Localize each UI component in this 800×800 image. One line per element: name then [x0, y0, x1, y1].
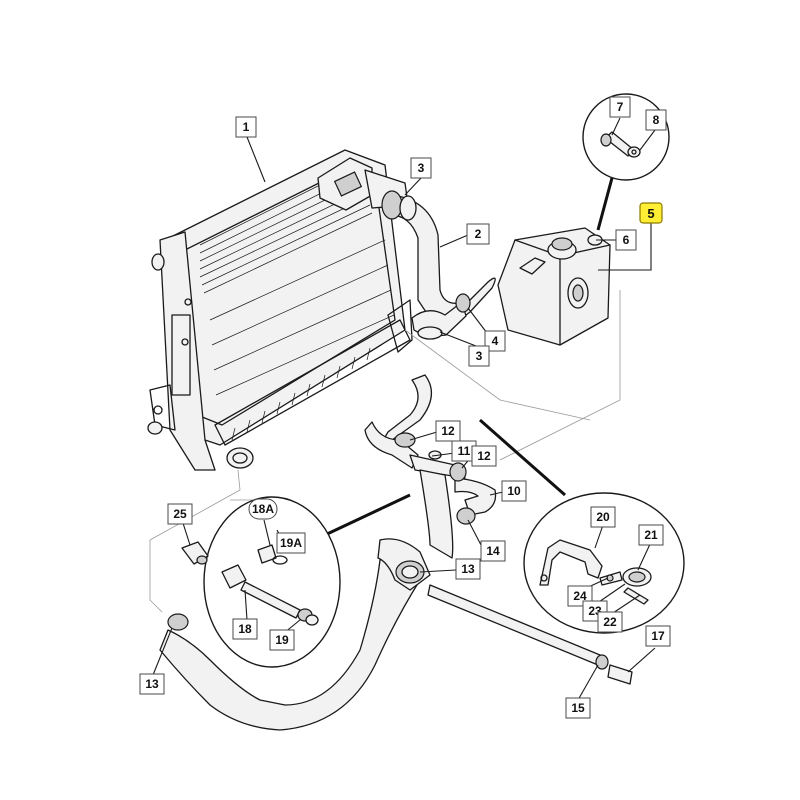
- upper-hose: [381, 190, 496, 340]
- callout-18A: 18A: [248, 498, 278, 520]
- callout-label: 18A: [252, 502, 274, 516]
- callout-label: 25: [173, 507, 187, 521]
- callout-19: 19: [269, 629, 295, 651]
- callout-label: 13: [461, 562, 475, 576]
- radiator: [147, 149, 413, 471]
- callout-1: 1: [235, 116, 257, 138]
- callout-13-center: 13: [455, 558, 481, 580]
- callout-17: 17: [645, 625, 671, 647]
- callout-label: 11: [458, 444, 471, 458]
- callout-label: 2: [475, 227, 482, 241]
- callout-13-left: 13: [139, 673, 165, 695]
- callout-8: 8: [645, 109, 667, 131]
- callout-label: 17: [651, 629, 665, 643]
- callout-label: 14: [486, 544, 500, 558]
- callout-7: 7: [609, 96, 631, 118]
- callout-label: 21: [644, 528, 658, 542]
- callout-6: 6: [615, 229, 637, 251]
- callout-label: 15: [571, 701, 585, 715]
- callout-label: 4: [492, 334, 499, 348]
- callout-25: 25: [167, 503, 193, 525]
- callout-label: 19A: [280, 536, 302, 550]
- callout-label: 12: [441, 424, 455, 438]
- callout-label: 10: [507, 484, 521, 498]
- callout-label: 13: [145, 677, 159, 691]
- lower-hoses: [159, 374, 633, 731]
- callout-21: 21: [638, 524, 664, 546]
- callout-20: 20: [590, 506, 616, 528]
- callout-3-bottom: 3: [468, 345, 490, 367]
- callout-label: 3: [418, 161, 425, 175]
- callout-22: 22: [597, 611, 623, 633]
- callout-label: 8: [653, 113, 660, 127]
- callout-12-right: 12: [471, 445, 497, 467]
- callout-15: 15: [565, 697, 591, 719]
- callout-4: 4: [484, 330, 506, 352]
- callout-label: 1: [243, 120, 250, 134]
- callout-18: 18: [232, 618, 258, 640]
- callout-14: 14: [480, 540, 506, 562]
- callout-11: 11: [451, 440, 477, 462]
- callout-label: 5: [647, 206, 654, 221]
- callout-label: 22: [603, 615, 617, 629]
- callout-label: 6: [623, 233, 630, 247]
- callout-label: 18: [238, 622, 252, 636]
- sensor-part: [181, 541, 209, 565]
- callout-label: 19: [275, 633, 289, 647]
- callout-12-left: 12: [435, 420, 461, 442]
- callout-label: 7: [617, 100, 624, 114]
- callout-19A: 19A: [276, 532, 306, 554]
- callout-label: 3: [476, 349, 483, 363]
- callout-2: 2: [466, 223, 490, 245]
- callout-3-top: 3: [410, 157, 432, 179]
- callout-label: 12: [477, 449, 491, 463]
- callout-label: 20: [596, 510, 610, 524]
- callout-5-highlighted: 5: [639, 202, 663, 224]
- callout-10: 10: [501, 480, 527, 502]
- callout-label: 24: [573, 589, 587, 603]
- expansion-tank: [497, 227, 611, 346]
